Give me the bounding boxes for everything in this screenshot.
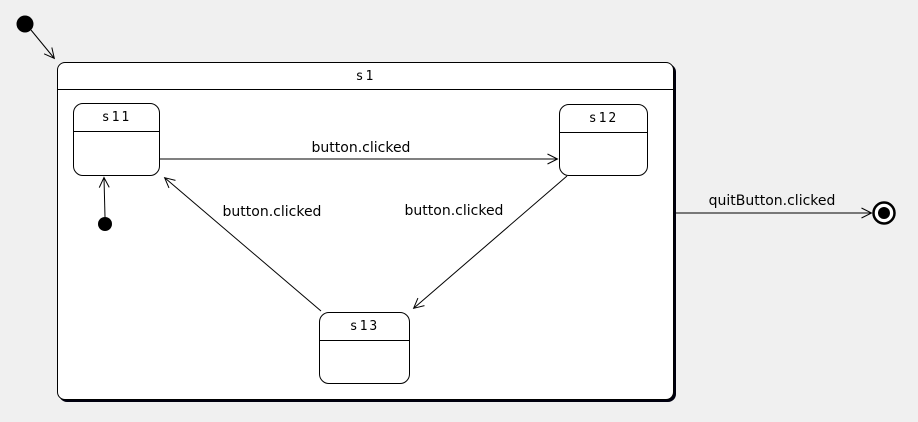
transition-s12-to-s13[interactable] [412, 175, 568, 310]
transition-label-s11-to-s12[interactable]: button.clicked [311, 140, 411, 156]
transition-label-s13-to-s11[interactable]: button.clicked [222, 204, 322, 220]
transition-initial-to-s11[interactable] [98, 176, 110, 218]
state-s13[interactable]: s13 [319, 312, 410, 384]
initial-state-icon[interactable] [16, 15, 34, 33]
state-s11-title: s11 [74, 104, 159, 132]
initial-state-icon[interactable] [98, 217, 112, 231]
state-s12-title: s12 [560, 105, 647, 133]
transition-label-s12-to-s13[interactable]: button.clicked [404, 203, 504, 219]
state-s13-title: s13 [320, 313, 409, 341]
transition-label-s1-to-final[interactable]: quitButton.clicked [708, 193, 836, 209]
transition-initial-to-s1[interactable] [30, 29, 56, 60]
state-s1-title: s1 [58, 63, 673, 90]
transition-s13-to-s11[interactable] [163, 176, 322, 312]
state-s12[interactable]: s12 [559, 104, 648, 176]
state-s11[interactable]: s11 [73, 103, 160, 176]
final-state-icon[interactable] [872, 201, 896, 225]
